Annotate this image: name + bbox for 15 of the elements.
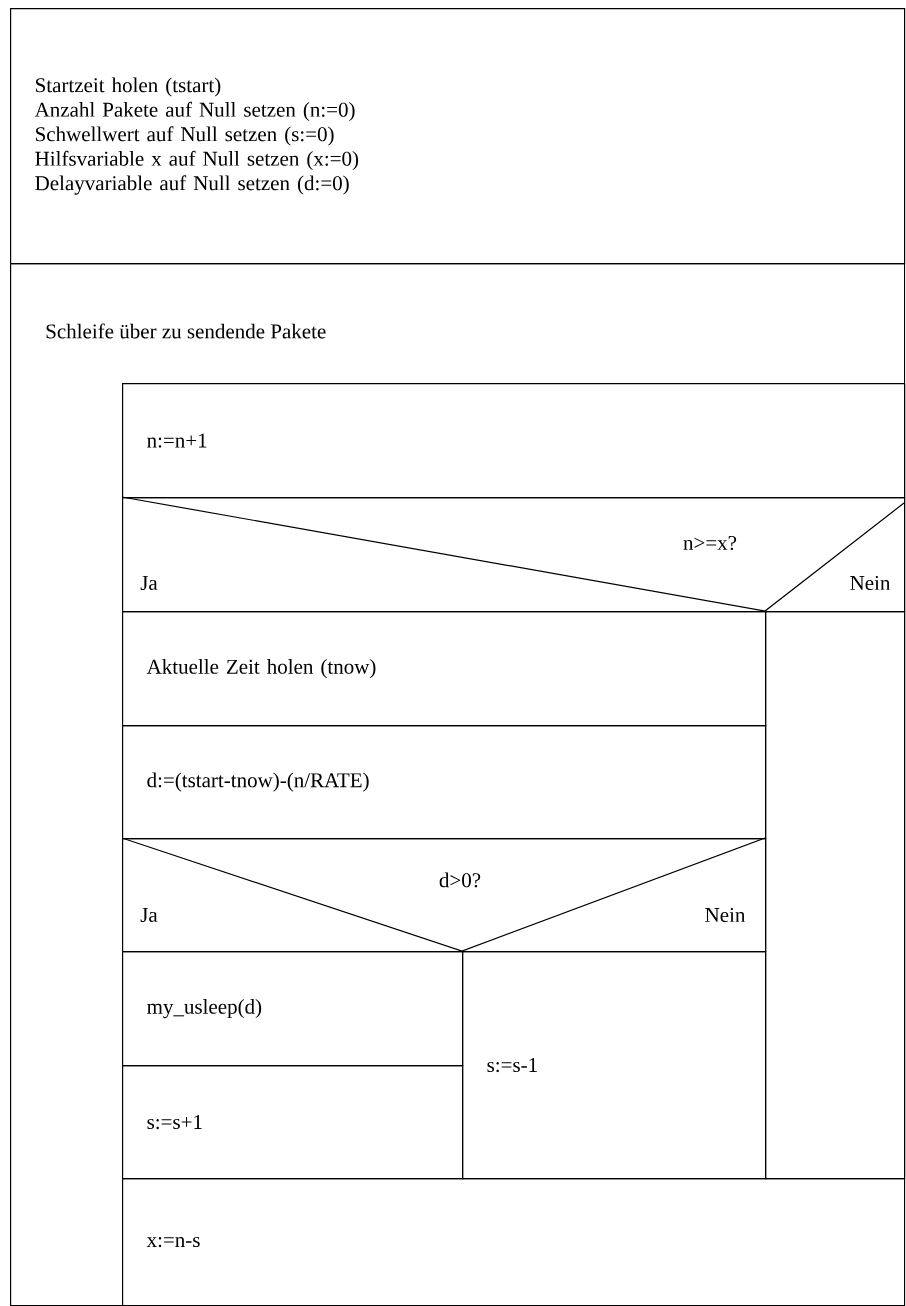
process-box: s:=s+1 bbox=[122, 1065, 464, 1180]
condition-label: n>=x? bbox=[683, 535, 737, 551]
process-box: n:=n+1 bbox=[122, 383, 906, 499]
condition-label: d>0? bbox=[439, 872, 481, 888]
process-box: Startzeit holen (tstart) Anzahl Pakete auf Null setzen (n:=0) Schwellwert auf Null setzen (s:=0) Hilfsvariable x auf Null setzen (x:=0) Delayvariable auf Null setzen (d:=0) bbox=[10, 8, 906, 265]
empty-box bbox=[765, 611, 906, 1180]
process-box: Aktuelle Zeit holen (tnow) bbox=[122, 611, 767, 727]
process-box: my_usleep(d) bbox=[122, 951, 464, 1067]
branch-label: Nein bbox=[850, 575, 891, 591]
branch-label: Ja bbox=[140, 908, 158, 922]
process-box: d:=(tstart-tnow)-(n/RATE) bbox=[122, 725, 767, 840]
process-box: x:=n-s bbox=[122, 1178, 906, 1306]
branch-label: Nein bbox=[705, 907, 746, 923]
branch-label: Ja bbox=[140, 576, 158, 590]
process-box: s:=s-1 bbox=[462, 951, 767, 1180]
